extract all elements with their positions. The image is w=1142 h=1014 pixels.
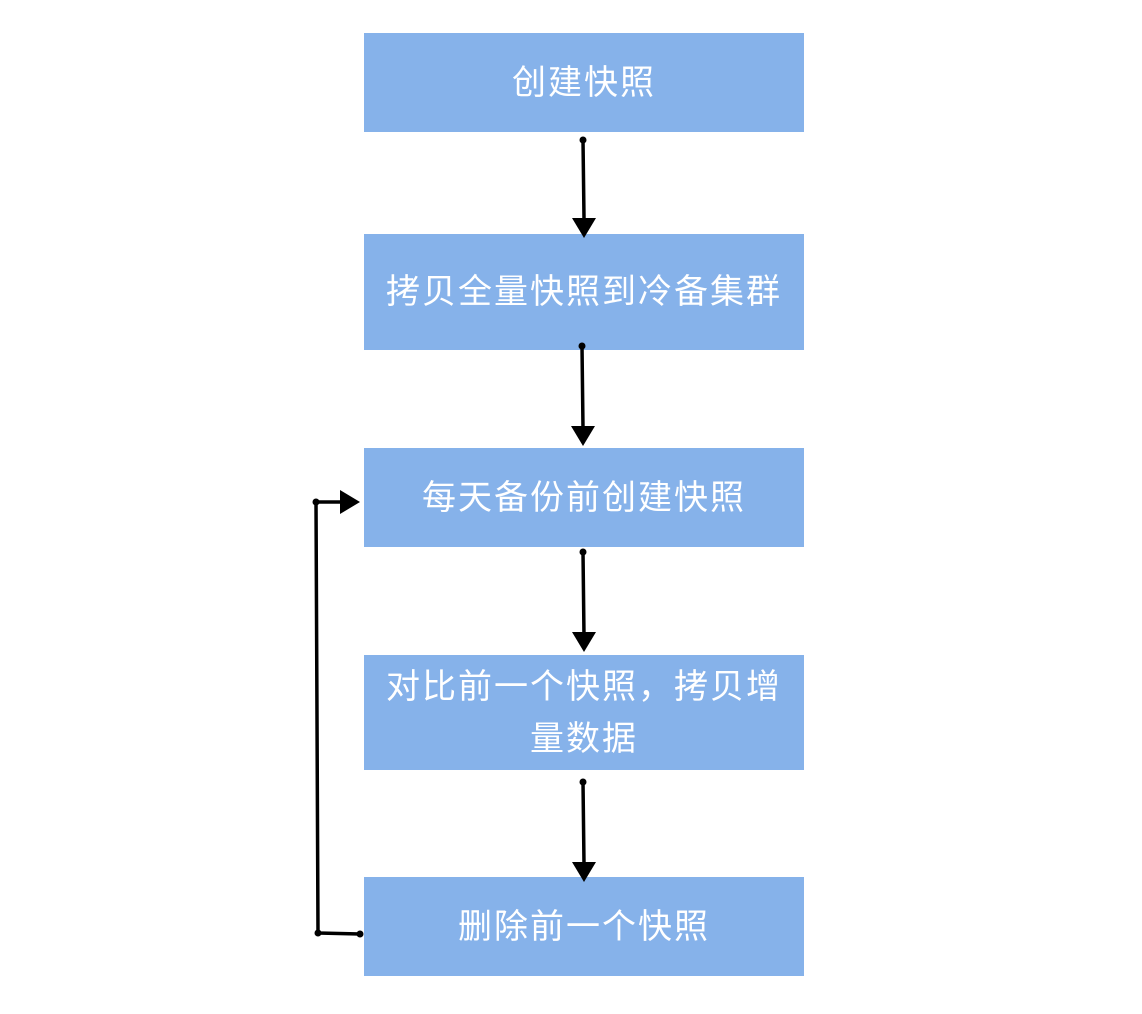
step-label: 每天备份前创建快照 [422,477,746,518]
step-delete-previous-snapshot: 删除前一个快照 [364,877,804,976]
step-label: 拷贝全量快照到冷备集群 [386,272,782,312]
arrow-step4-to-step5 [581,780,586,866]
step-copy-full-snapshot: 拷贝全量快照到冷备集群 [364,234,804,350]
arrow-step1-to-step2 [581,138,586,220]
arrow-step3-to-step4 [581,550,586,638]
step-label: 删除前一个快照 [458,906,710,947]
step-copy-incremental: 对比前一个快照，拷贝增量数据 [364,655,804,770]
arrow-step2-to-step3 [580,344,585,430]
step-daily-create-snapshot: 每天备份前创建快照 [364,448,804,547]
arrowhead-loop [340,490,360,514]
step-label: 对比前一个快照，拷贝增量数据 [386,666,782,759]
step-label: 创建快照 [512,62,656,103]
arrowhead-3 [572,632,596,652]
arrowhead-2 [571,426,595,446]
arrow-loop-step5-to-step3 [314,500,362,936]
step-create-snapshot: 创建快照 [364,33,804,132]
